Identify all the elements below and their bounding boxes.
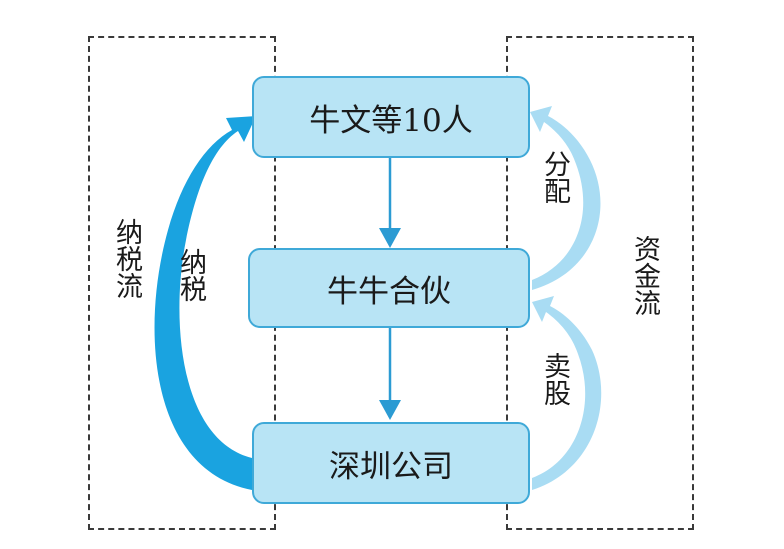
label-tax: 纳税: [175, 248, 206, 302]
node-niuwen-10-people: 牛文等10人: [252, 76, 530, 158]
label-tax-flow: 纳税流: [111, 218, 142, 299]
sell-shares-arrow: [532, 296, 602, 490]
label-fund-flow: 资金流: [629, 235, 660, 316]
down-arrowhead-middle-bottom: [379, 400, 401, 420]
node-shenzhen-company: 深圳公司: [252, 422, 530, 504]
node-niuniu-partnership: 牛牛合伙: [248, 248, 530, 328]
down-arrowhead-top-middle: [379, 228, 401, 248]
tax-arrow: [154, 116, 256, 490]
distribute-arrow: [530, 106, 601, 290]
label-distribute: 分配: [539, 150, 570, 204]
label-sell-shares: 卖股: [539, 352, 570, 406]
